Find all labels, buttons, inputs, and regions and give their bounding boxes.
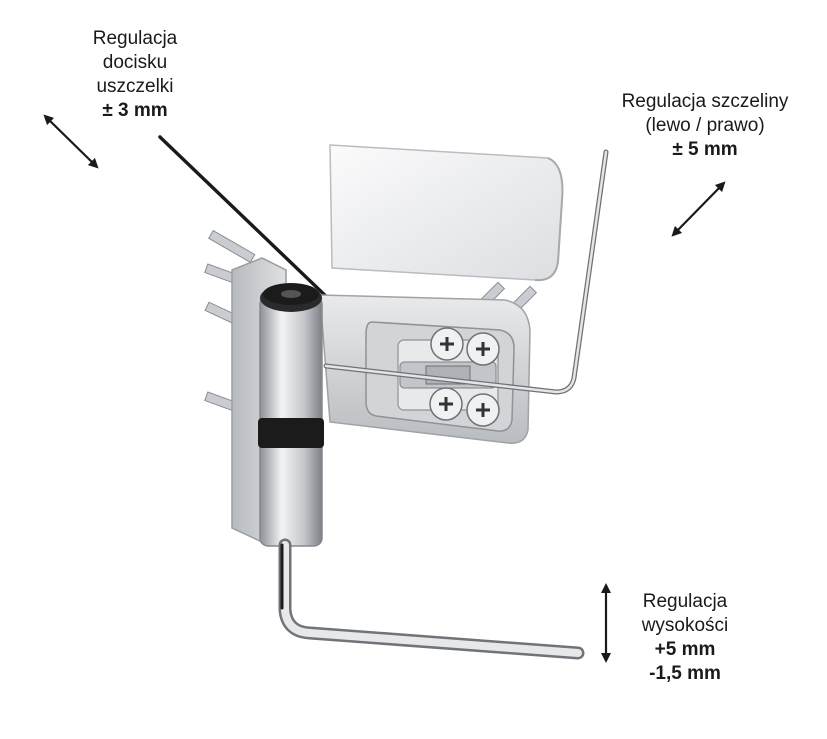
seal-adjustment-line-3: uszczelki <box>96 76 174 97</box>
allen-key-gap <box>323 149 609 395</box>
gap-adjustment-line-2: (lewo / prawo) <box>645 115 765 136</box>
gap-adjustment-line-1: Regulacja szczeliny <box>621 91 789 112</box>
gap-adjustment-value: ± 5 mm <box>672 139 738 160</box>
phillips-screws <box>429 327 500 427</box>
hinge-cover-cap <box>329 144 564 282</box>
gap-adjust-arrow-icon <box>671 181 726 237</box>
gap-adjustment-label: Regulacja szczeliny (lewo / prawo) ± 5 m… <box>585 90 825 162</box>
height-adjustment-value-up: +5 mm <box>654 639 716 660</box>
seal-adjustment-value: ± 3 mm <box>102 100 168 121</box>
height-adjustment-line-1: Regulacja <box>642 591 728 612</box>
allen-key-height <box>278 538 585 660</box>
allen-key-seal <box>158 135 332 302</box>
seal-adjustment-line-2: docisku <box>102 52 168 73</box>
height-adjustment-value-down: -1,5 mm <box>649 663 721 684</box>
height-adjustment-line-2: wysokości <box>641 615 729 636</box>
height-adjustment-label: Regulacja wysokości +5 mm -1,5 mm <box>620 590 750 686</box>
seal-adjust-arrow-icon <box>43 114 99 169</box>
seal-adjustment-label: Regulacja docisku uszczelki ± 3 mm <box>55 27 215 123</box>
hinge-barrel <box>258 283 324 547</box>
seal-adjustment-line-1: Regulacja <box>92 28 178 49</box>
